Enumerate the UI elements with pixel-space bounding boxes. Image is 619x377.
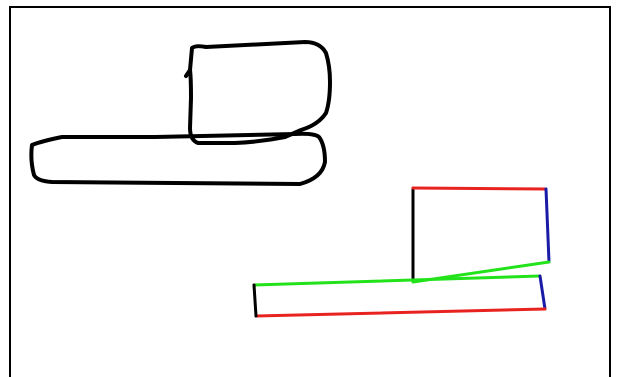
segment-blue-right-lower [540,276,545,309]
colored-diagram [254,188,549,316]
segment-red-top [413,188,546,189]
segment-black-left-lower [254,285,256,316]
hand-drawn-sketch [31,42,330,184]
segment-red-bottom [256,309,545,316]
sketch-upper-box [186,42,330,143]
sketch-lower-box [31,134,325,184]
segment-blue-right-upper [546,189,549,262]
frame-border [10,7,610,377]
segment-green-top-lower [254,276,540,285]
